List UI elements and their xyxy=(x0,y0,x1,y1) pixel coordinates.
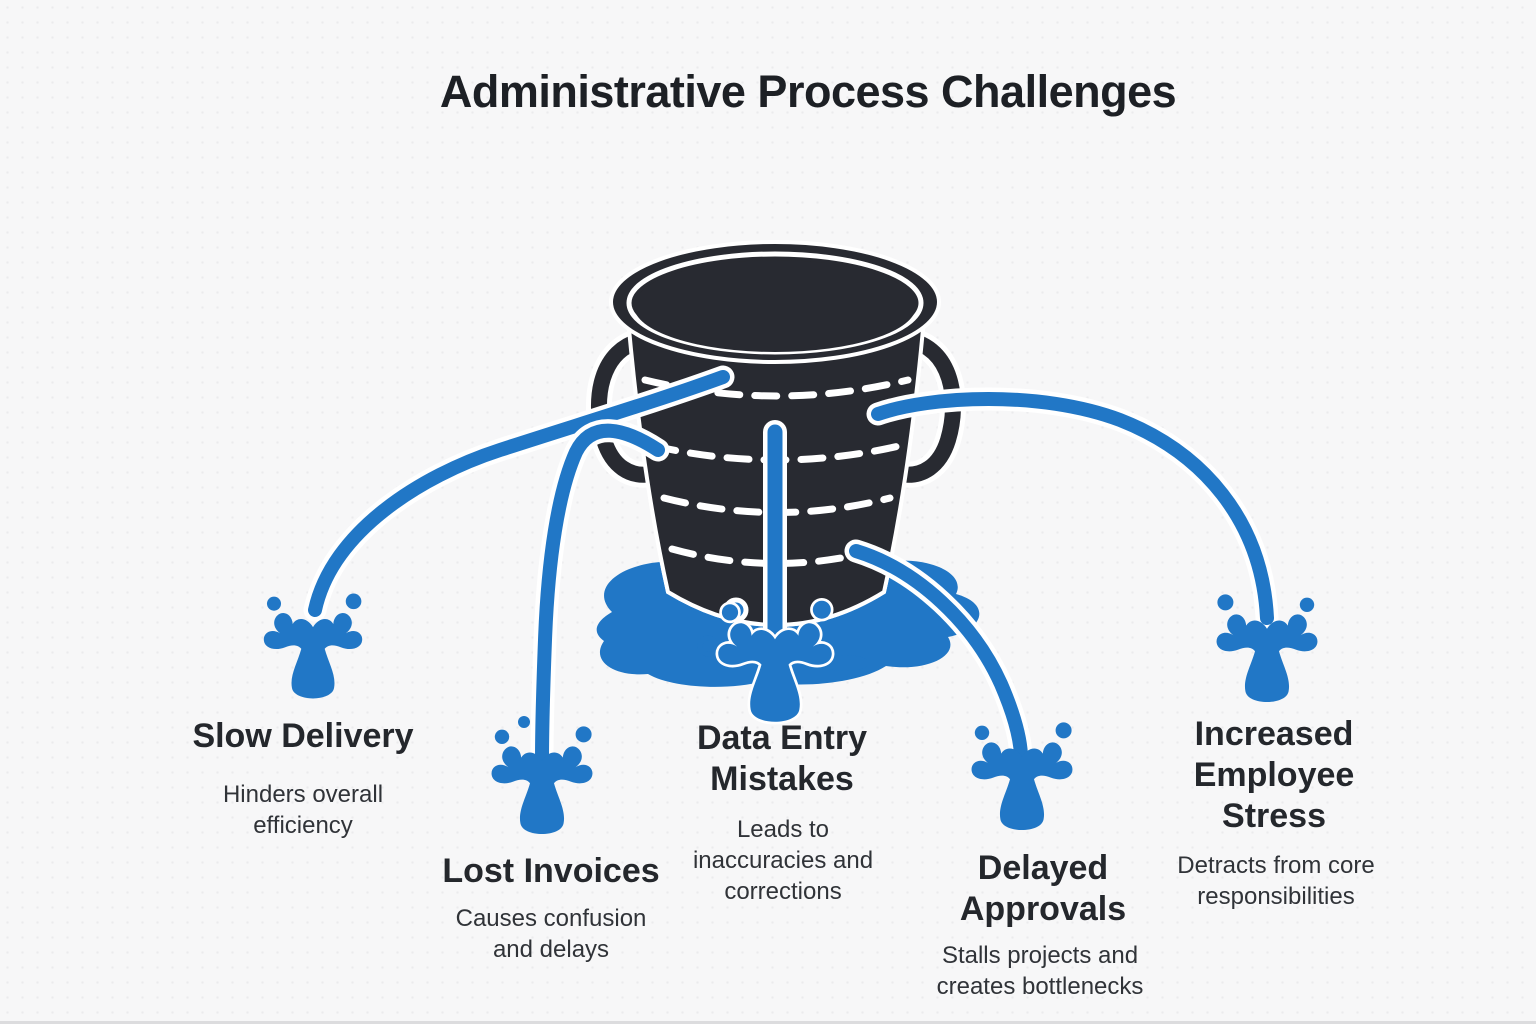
leak-stream-slow-delivery xyxy=(303,365,735,622)
challenge-description-data-entry-mistakes: Leads to inaccuracies and corrections xyxy=(692,816,874,905)
leak-stream-delayed-approvals xyxy=(844,539,1033,767)
leak-stream-lost-invoices xyxy=(530,419,670,772)
splash-lost-invoices xyxy=(491,716,593,834)
leak-stream-increased-stress xyxy=(866,387,1279,630)
challenge-label-delayed-approvals: Delayed Approvals xyxy=(959,849,1127,928)
bucket-handle-right xyxy=(887,327,966,488)
challenge-label-slow-delivery: Slow Delivery xyxy=(192,717,414,755)
bucket-rim xyxy=(609,240,941,364)
challenge-description-lost-invoices: Causes confusion and delays xyxy=(455,905,647,963)
challenge-label-data-entry-mistakes: Data Entry Mistakes xyxy=(696,719,868,798)
challenge-description-increased-employee-stress: Detracts from core responsibilities xyxy=(1177,852,1375,910)
page-title: Administrative Process Challenges xyxy=(439,66,1177,117)
challenge-label-increased-employee-stress: Increased Employee Stress xyxy=(1193,715,1355,835)
bottom-edge-line xyxy=(0,1021,1536,1024)
challenge-label-lost-invoices: Lost Invoices xyxy=(442,852,660,890)
challenge-description-delayed-approvals: Stalls projects and creates bottlenecks xyxy=(936,942,1144,1000)
challenge-description-slow-delivery: Hinders overall efficiency xyxy=(222,781,384,839)
